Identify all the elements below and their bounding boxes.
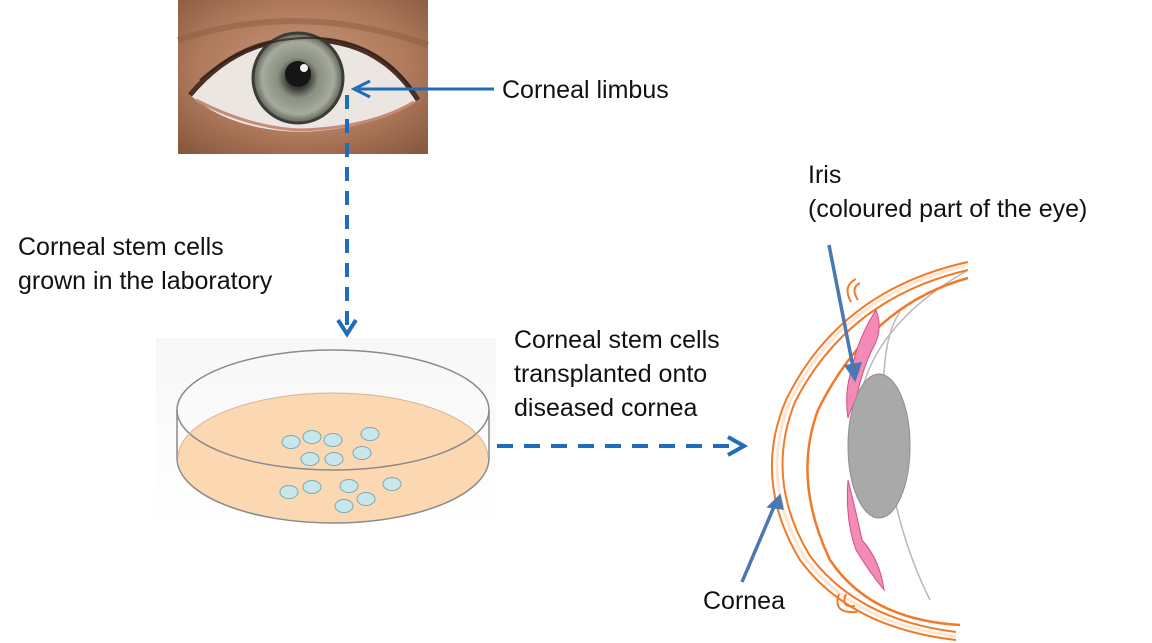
lab-grown-line-1: Corneal stem cells bbox=[18, 233, 224, 261]
stem-cells bbox=[279, 427, 402, 513]
lab-grown-cells-label: Corneal stem cells grown in the laborato… bbox=[18, 230, 272, 298]
cornea-label: Cornea bbox=[703, 584, 785, 618]
iris-line-1: Iris bbox=[808, 161, 842, 189]
transplant-label: Corneal stem cells transplanted onto dis… bbox=[514, 323, 720, 425]
transplant-line-1: Corneal stem cells bbox=[514, 326, 720, 354]
transplant-line-2: transplanted onto bbox=[514, 360, 708, 388]
iris-label: Iris (coloured part of the eye) bbox=[808, 158, 1087, 226]
eye-photo bbox=[177, 0, 429, 154]
dashed-arrow-down bbox=[336, 95, 358, 338]
cornea-text: Cornea bbox=[703, 587, 785, 615]
petri-dish bbox=[156, 338, 496, 530]
dashed-arrow-right bbox=[497, 435, 749, 457]
iris-arrow bbox=[827, 244, 862, 383]
eye-cross-section bbox=[770, 261, 969, 641]
cornea-arrow bbox=[740, 493, 784, 583]
corneal-limbus-text: Corneal limbus bbox=[502, 76, 669, 104]
transplant-line-3: diseased cornea bbox=[514, 394, 698, 422]
lab-grown-line-2: grown in the laboratory bbox=[18, 267, 273, 295]
corneal-limbus-label: Corneal limbus bbox=[502, 73, 669, 107]
iris-line-2: (coloured part of the eye) bbox=[808, 195, 1088, 223]
limbus-arrow bbox=[350, 79, 494, 99]
